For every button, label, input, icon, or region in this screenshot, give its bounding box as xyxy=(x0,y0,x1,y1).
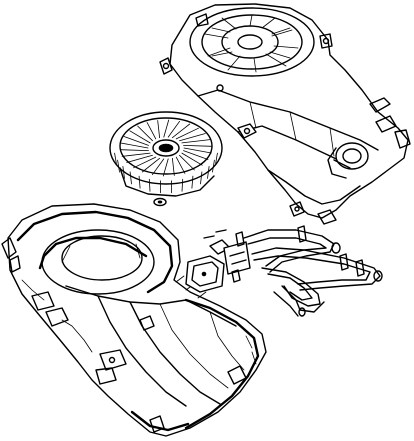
heater-element-assembly xyxy=(185,225,383,317)
blower-wheel-vane xyxy=(191,175,194,189)
blower-wheel-vane xyxy=(114,152,117,166)
blower-wheel-blade xyxy=(163,119,170,138)
blower-wheel-blade xyxy=(172,123,191,139)
blower-wheel xyxy=(109,111,223,197)
blower-wheel-vane xyxy=(148,178,151,192)
blower-wheel-blade xyxy=(123,136,149,146)
blower-wheel-blade xyxy=(133,156,157,169)
blower-wheel-vane xyxy=(117,159,120,173)
blower-wheel-blade xyxy=(141,157,160,173)
blower-housing-upper xyxy=(159,3,411,225)
blower-wheel-blade xyxy=(129,130,151,144)
blower-wheel-blade xyxy=(119,149,149,151)
blower-wheel-vane xyxy=(138,175,141,189)
blower-wheel-blade xyxy=(121,152,151,157)
blower-wheel-blade xyxy=(152,158,165,176)
blower-wheel-blade xyxy=(175,127,199,140)
blower-wheel-blade xyxy=(120,142,149,149)
blower-housing-lower xyxy=(1,203,267,437)
wheel-washer xyxy=(153,197,167,207)
blower-wheel-blade xyxy=(183,145,213,147)
blower-wheel-blade xyxy=(175,156,186,174)
blower-wheel-blade xyxy=(179,154,195,171)
blower-wheel-vane xyxy=(181,178,184,192)
blower-wheel-blade xyxy=(183,147,212,154)
blower-wheel-blade xyxy=(172,157,175,176)
blower-wheel-blade xyxy=(183,150,209,160)
blower-wheel-blade xyxy=(126,154,153,163)
blower-wheel-vane xyxy=(200,171,203,185)
blower-wheel-vane xyxy=(129,171,132,185)
blower-wheel-vane xyxy=(122,166,125,179)
blower-wheel-blade xyxy=(181,152,203,166)
blower-wheel-blade xyxy=(181,139,211,144)
blower-wheel-blade xyxy=(157,120,160,139)
blower-wheel-vane xyxy=(212,159,215,173)
blower-wheel-blade xyxy=(167,120,180,138)
blower-wheel-blades xyxy=(114,119,218,194)
blower-wheel-blade xyxy=(162,158,169,177)
blower-wheel-blade xyxy=(137,125,153,142)
blower-wheel-vane xyxy=(215,152,218,166)
blower-wheel-blade xyxy=(146,122,157,140)
blower-wheel-vane xyxy=(207,166,210,179)
blower-wheel-blade xyxy=(179,133,206,142)
